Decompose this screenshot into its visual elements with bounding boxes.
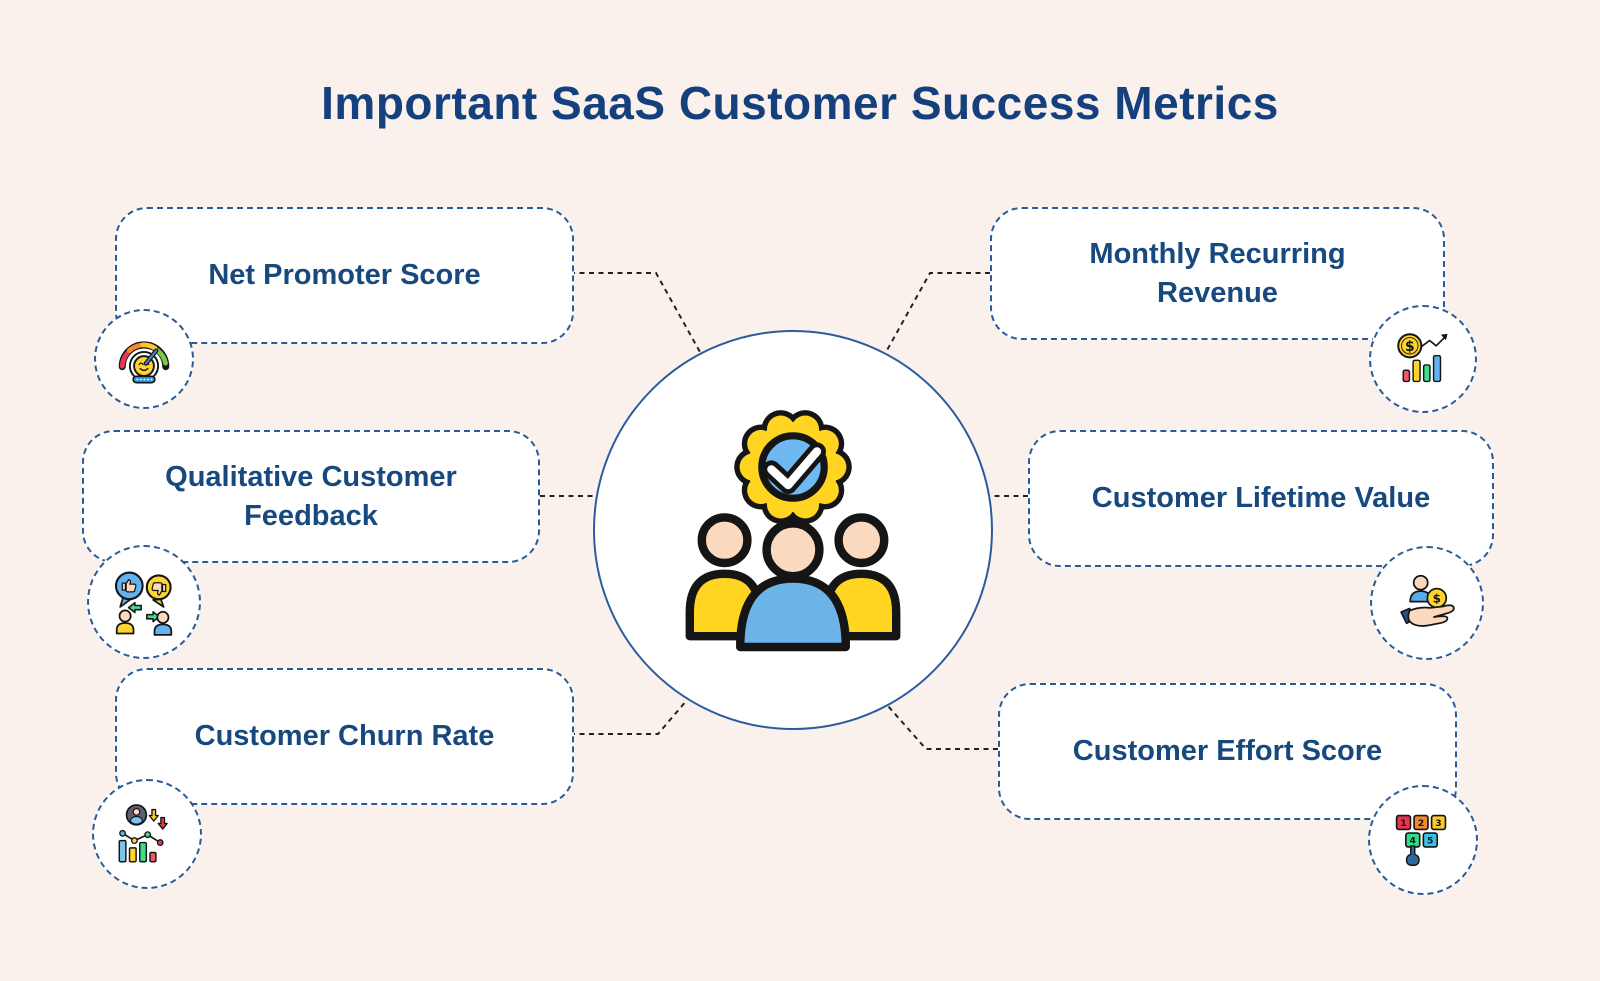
icon-circle-customer-effort-score: 1 2 3 4 5 bbox=[1368, 785, 1478, 895]
nps-gauge-icon bbox=[118, 341, 170, 384]
scale-number-2: 2 bbox=[1418, 818, 1424, 829]
metric-label: Customer Lifetime Value bbox=[1091, 482, 1431, 515]
center-hub-circle bbox=[593, 330, 993, 730]
dollar-sign: $ bbox=[1433, 591, 1441, 605]
hand-holding-customer-icon: $ bbox=[1400, 574, 1455, 627]
effort-rating-scale-icon: 1 2 3 4 5 bbox=[1395, 814, 1447, 867]
icon-circle-qualitative-customer-feedback bbox=[87, 545, 201, 659]
metric-label: Qualitative Customer Feedback bbox=[165, 461, 457, 532]
metric-label: Monthly Recurring Revenue bbox=[1089, 238, 1346, 309]
icon-circle-net-promoter-score bbox=[94, 309, 194, 409]
metric-box-monthly-recurring-revenue: Monthly Recurring Revenue bbox=[990, 207, 1445, 340]
scale-number-1: 1 bbox=[1400, 818, 1406, 829]
metric-label: Customer Effort Score bbox=[1072, 735, 1383, 768]
scale-number-5: 5 bbox=[1427, 835, 1433, 846]
metric-box-qualitative-customer-feedback: Qualitative Customer Feedback bbox=[82, 430, 540, 563]
dollar-sign: $ bbox=[1405, 339, 1415, 355]
metric-label: Customer Churn Rate bbox=[194, 720, 495, 753]
connector-ces bbox=[887, 705, 998, 750]
revenue-growth-icon: $ bbox=[1397, 333, 1448, 383]
connector-mrr bbox=[885, 272, 990, 353]
page-title: Important SaaS Customer Success Metrics bbox=[321, 77, 1279, 129]
connector-nps bbox=[570, 272, 701, 353]
metric-box-customer-churn-rate: Customer Churn Rate bbox=[115, 668, 574, 805]
scale-number-4: 4 bbox=[1410, 835, 1416, 846]
icon-circle-customer-churn-rate bbox=[92, 779, 202, 889]
churn-decline-chart-icon bbox=[118, 804, 168, 863]
metric-box-customer-effort-score: Customer Effort Score bbox=[998, 683, 1457, 820]
icon-circle-customer-lifetime-value: $ bbox=[1370, 546, 1484, 660]
scale-number-3: 3 bbox=[1435, 818, 1441, 829]
feedback-exchange-icon bbox=[114, 571, 173, 636]
metric-box-net-promoter-score: Net Promoter Score bbox=[115, 207, 574, 344]
metric-box-customer-lifetime-value: Customer Lifetime Value bbox=[1028, 430, 1494, 567]
metric-label: Net Promoter Score bbox=[208, 259, 481, 292]
icon-circle-monthly-recurring-revenue: $ bbox=[1369, 305, 1477, 413]
customer-group-verified-icon bbox=[685, 410, 901, 652]
connector-ccr bbox=[570, 699, 688, 735]
